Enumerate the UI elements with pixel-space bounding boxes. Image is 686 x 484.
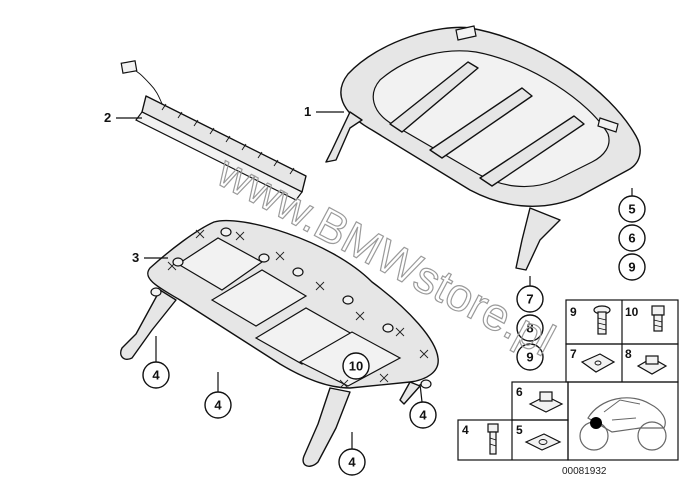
- svg-text:6: 6: [516, 385, 523, 399]
- callout-1: 1: [304, 104, 344, 119]
- svg-text:9: 9: [570, 305, 577, 319]
- motorcycle-thumbnail: [579, 397, 667, 451]
- led-segments: [161, 103, 295, 175]
- leader-lines: [155, 188, 633, 450]
- base-plate-part: [120, 219, 439, 467]
- svg-text:6: 6: [628, 230, 635, 245]
- svg-text:7: 7: [526, 291, 533, 306]
- svg-text:4: 4: [214, 397, 222, 412]
- svg-text:3: 3: [132, 250, 139, 265]
- svg-text:5: 5: [516, 423, 523, 437]
- svg-text:8: 8: [526, 320, 533, 335]
- svg-text:8: 8: [625, 347, 632, 361]
- grommet-6-icon: [528, 391, 564, 413]
- circled-4-left: 4: [142, 361, 170, 389]
- circled-9-lower: 9: [516, 343, 544, 371]
- svg-text:9: 9: [628, 259, 635, 274]
- pad-7-icon: [580, 353, 616, 373]
- circled-9-upper: 9: [618, 253, 646, 281]
- svg-text:7: 7: [570, 347, 577, 361]
- mounting-studs: [150, 227, 432, 389]
- washer-5-icon: [524, 433, 562, 451]
- grommet-8-icon: [636, 355, 668, 375]
- circled-7: 7: [516, 285, 544, 313]
- callout-3: 3: [132, 250, 168, 265]
- svg-text:10: 10: [625, 305, 639, 319]
- callout-2: 2: [104, 110, 142, 125]
- bolt-10-icon: [651, 305, 665, 332]
- mesh-crosses: [167, 229, 429, 389]
- small-parts-grid: 9 10 7 8 6 4 5: [457, 299, 679, 461]
- catalog-number: 00081932: [562, 466, 607, 477]
- circled-8: 8: [516, 314, 544, 342]
- light-strip-part: [120, 60, 307, 201]
- svg-text:9: 9: [526, 349, 533, 364]
- circled-4-bottom: 4: [338, 448, 366, 476]
- circled-6: 6: [618, 224, 646, 252]
- circled-4-middle: 4: [204, 391, 232, 419]
- screw-9-icon: [593, 305, 611, 335]
- circled-10: 10: [342, 352, 370, 380]
- circled-4-right: 4: [409, 401, 437, 429]
- svg-text:5: 5: [628, 201, 635, 216]
- tail-rack-part: [325, 25, 641, 271]
- svg-text:2: 2: [104, 110, 111, 125]
- location-marker-icon: [590, 417, 602, 429]
- svg-text:4: 4: [152, 367, 160, 382]
- svg-text:4: 4: [419, 407, 427, 422]
- svg-text:4: 4: [348, 454, 356, 469]
- svg-text:4: 4: [462, 423, 469, 437]
- svg-text:10: 10: [349, 358, 363, 373]
- svg-text:1: 1: [304, 104, 311, 119]
- screw-4-icon: [487, 423, 499, 455]
- circled-5: 5: [618, 195, 646, 223]
